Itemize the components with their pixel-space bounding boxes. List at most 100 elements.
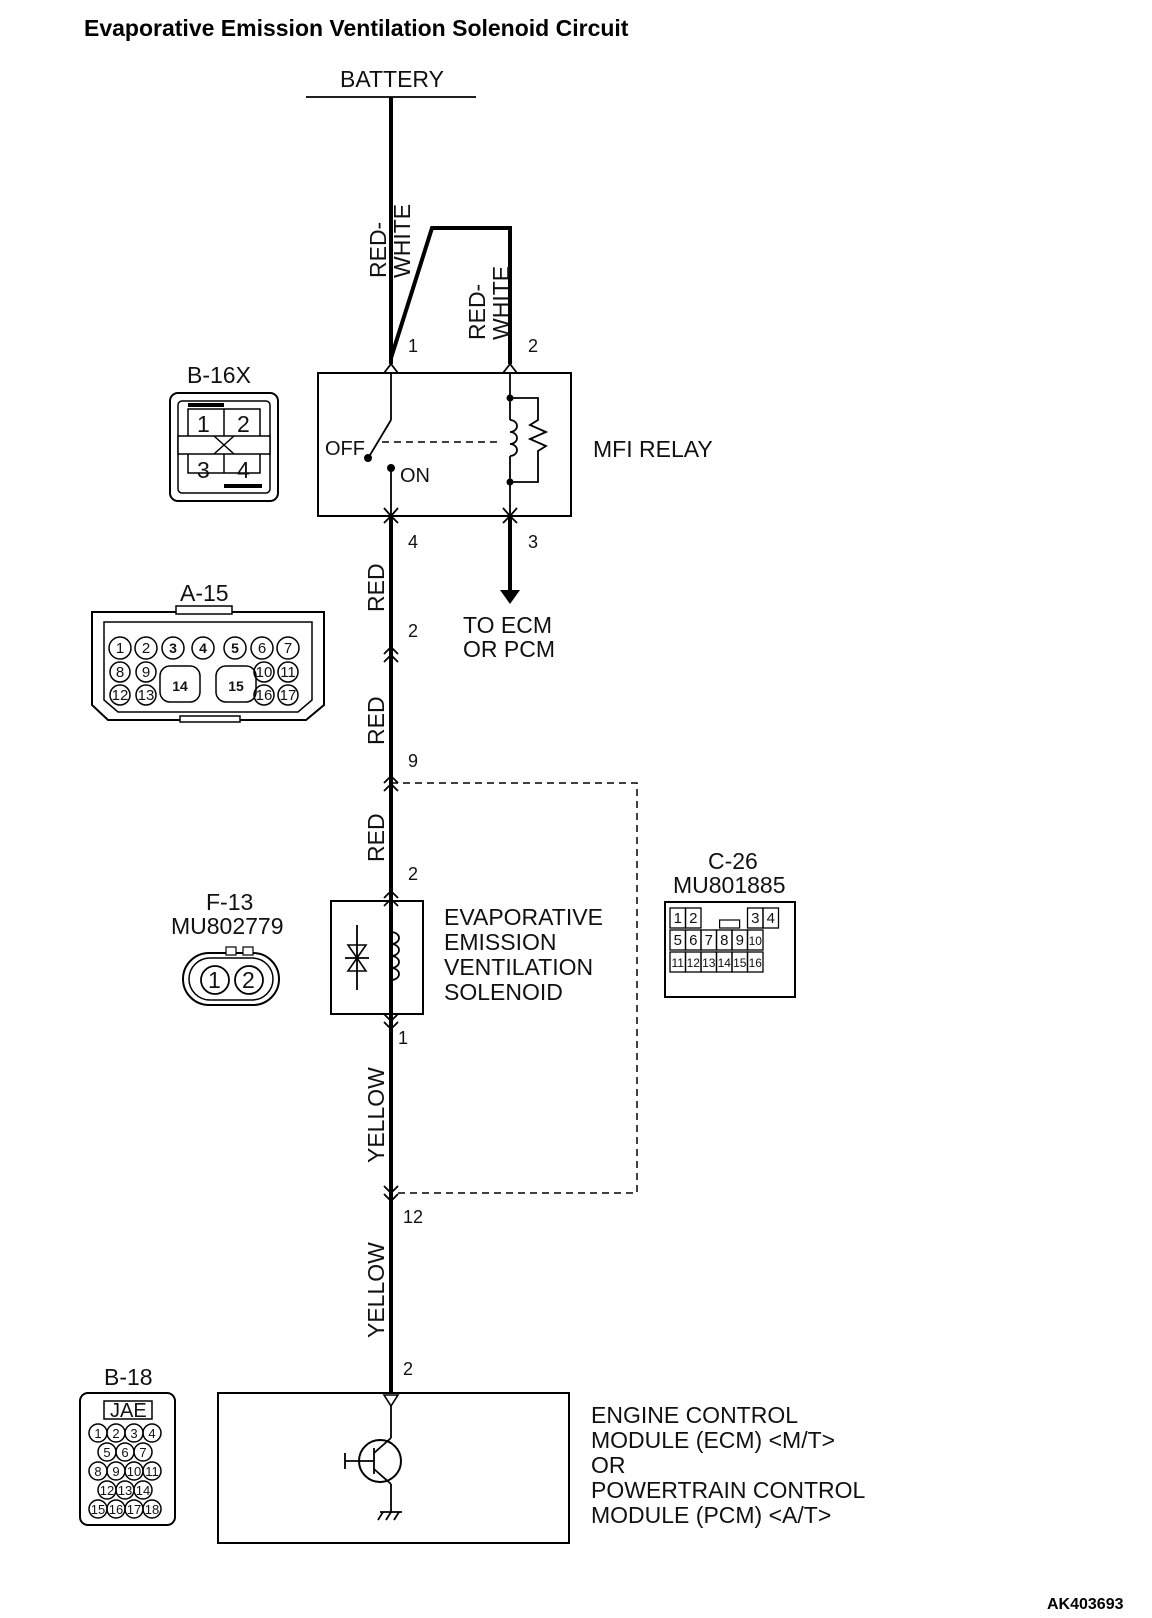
svg-text:1: 1: [197, 411, 210, 437]
connector-pin: 5: [669, 929, 687, 951]
relay-pin-1: 1: [408, 336, 418, 356]
svg-text:WHITE: WHITE: [488, 266, 514, 340]
svg-text:14: 14: [136, 1483, 150, 1498]
svg-text:MODULE (ECM) <M/T>: MODULE (ECM) <M/T>: [591, 1427, 835, 1453]
svg-text:2: 2: [142, 640, 150, 657]
connector-pin: 17: [124, 1499, 144, 1519]
solenoid-coil-icon: [390, 931, 400, 981]
connector-pin: 13: [135, 684, 157, 706]
svg-text:11: 11: [280, 664, 296, 681]
connector-pin: 5: [223, 636, 247, 660]
svg-text:7: 7: [284, 640, 292, 657]
connector-pin: 12: [109, 684, 131, 706]
svg-text:SOLENOID: SOLENOID: [444, 979, 563, 1005]
svg-text:12: 12: [100, 1483, 114, 1498]
connector-f13: F-13 MU802779 1 2: [171, 889, 284, 1006]
c26-bottom-junction-mark: [383, 1185, 399, 1203]
svg-text:1: 1: [116, 640, 124, 657]
connector-pin: 3: [746, 907, 764, 929]
connector-pin: 6: [250, 636, 274, 660]
svg-text:2: 2: [237, 411, 250, 437]
connector-pin: 1: [669, 907, 687, 929]
wire-color-red-2: RED: [363, 696, 389, 745]
ecm-label: ENGINE CONTROL MODULE (ECM) <M/T> OR POW…: [591, 1402, 866, 1528]
connector-pin: 6: [684, 929, 702, 951]
svg-text:C-26: C-26: [708, 848, 758, 874]
connector-pin: 15: [88, 1499, 108, 1519]
relay-coil: [506, 373, 549, 516]
svg-text:13: 13: [118, 1483, 132, 1498]
svg-text:YELLOW: YELLOW: [363, 1242, 389, 1338]
connector-pin: 7: [276, 636, 300, 660]
svg-text:RED-: RED-: [464, 284, 490, 340]
svg-text:ENGINE CONTROL: ENGINE CONTROL: [591, 1402, 798, 1428]
svg-text:2: 2: [242, 967, 255, 993]
svg-text:RED: RED: [363, 696, 389, 745]
connector-pin: 5: [97, 1442, 117, 1462]
svg-text:13: 13: [138, 687, 155, 704]
svg-text:RED: RED: [363, 563, 389, 612]
wire-color-red-3: RED: [363, 813, 389, 862]
connector-pin: 3: [124, 1423, 144, 1443]
connector-pin: 4: [142, 1423, 162, 1443]
svg-text:POWERTRAIN CONTROL: POWERTRAIN CONTROL: [591, 1477, 866, 1503]
solenoid-bottom-mark: [383, 1013, 399, 1031]
svg-text:F-13: F-13: [206, 889, 253, 915]
svg-text:3: 3: [169, 640, 177, 656]
svg-text:JAE: JAE: [110, 1400, 147, 1422]
wire-color-red-white-2: RED- WHITE: [464, 266, 514, 340]
wire-color-yellow-2: YELLOW: [363, 1242, 389, 1338]
mfi-relay-box: [317, 372, 572, 517]
c26-top-pin-label: 9: [408, 751, 418, 771]
connector-pin: 8: [109, 661, 131, 683]
svg-text:1: 1: [208, 967, 221, 993]
svg-text:5: 5: [231, 640, 239, 656]
svg-text:8: 8: [94, 1464, 101, 1479]
a15-junction-mark: [383, 645, 399, 663]
relay-switch: OFF ON: [325, 373, 500, 516]
connector-pin: 1: [88, 1423, 108, 1443]
svg-text:7: 7: [139, 1445, 146, 1460]
connector-pin: 14: [133, 1480, 153, 1500]
connector-pin: 11: [669, 951, 687, 973]
connector-pin: 12: [684, 951, 702, 973]
connector-pin: 9: [106, 1461, 126, 1481]
harness-dashed-box: [391, 782, 638, 1194]
connector-pin: 12: [97, 1480, 117, 1500]
connector-pin: 2: [134, 636, 158, 660]
connector-pin: 4: [191, 636, 215, 660]
svg-text:2: 2: [112, 1426, 119, 1441]
svg-text:18: 18: [145, 1502, 159, 1517]
svg-text:6: 6: [258, 640, 266, 657]
svg-text:EVAPORATIVE: EVAPORATIVE: [444, 904, 603, 930]
ecm-pin-label: 2: [403, 1359, 413, 1379]
connector-pin: 2: [106, 1423, 126, 1443]
svg-text:4: 4: [199, 640, 207, 656]
svg-text:15: 15: [91, 1502, 105, 1517]
svg-text:14: 14: [718, 956, 732, 970]
svg-text:A-15: A-15: [180, 580, 229, 606]
to-ecm-label-2: OR PCM: [463, 636, 555, 662]
svg-text:YELLOW: YELLOW: [363, 1067, 389, 1163]
svg-text:10: 10: [127, 1464, 141, 1479]
connector-pin: 15: [731, 951, 749, 973]
connector-pin: 14: [715, 951, 733, 973]
ecm-transistor-icon: [344, 1394, 402, 1521]
connector-pin: 10: [253, 661, 275, 683]
svg-text:VENTILATION: VENTILATION: [444, 954, 593, 980]
connector-pin: 13: [700, 951, 718, 973]
svg-text:17: 17: [280, 687, 297, 704]
connector-pin: 9: [135, 661, 157, 683]
wire-color-red-white-1: RED- WHITE: [365, 204, 415, 278]
svg-text:11: 11: [145, 1464, 159, 1479]
svg-text:16: 16: [109, 1502, 123, 1517]
svg-text:MU801885: MU801885: [673, 872, 786, 898]
figure-code: AK403693: [1047, 1596, 1124, 1613]
solenoid-pin-2: 2: [408, 864, 418, 884]
connector-pin: 1: [108, 636, 132, 660]
wire-color-yellow-1: YELLOW: [363, 1067, 389, 1163]
svg-text:MODULE (PCM) <A/T>: MODULE (PCM) <A/T>: [591, 1502, 831, 1528]
